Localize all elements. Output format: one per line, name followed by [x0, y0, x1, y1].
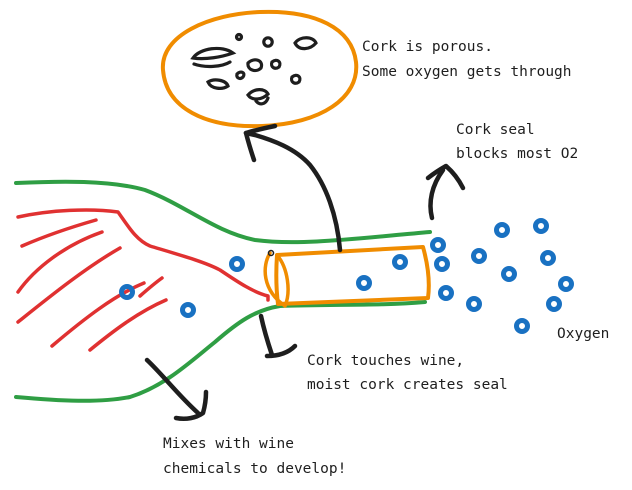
pore: [254, 96, 270, 106]
wine-stroke-4: [50, 281, 146, 348]
cork-pores: [190, 32, 318, 106]
oxygen-label: Oxygen: [557, 326, 609, 342]
oxygen-molecule: [546, 296, 562, 312]
pore: [293, 36, 318, 51]
cork-body: [274, 245, 431, 306]
pore: [289, 73, 302, 85]
arrow-cork-touches-wine: [258, 313, 298, 359]
bottle-outline: [14, 179, 432, 403]
wine-stroke-5: [88, 298, 168, 352]
wine-stroke-6: [138, 276, 164, 298]
oxygen-molecule: [540, 250, 556, 266]
pore: [190, 46, 237, 61]
oxygen-molecule: [434, 256, 450, 272]
oxygen-molecule: [533, 218, 549, 234]
wine-stroke-3: [16, 246, 122, 324]
arrows: [144, 123, 466, 422]
pore: [245, 88, 270, 101]
oxygen-molecule: [494, 222, 510, 238]
cork-touches-label-line1: Cork touches wine,: [307, 353, 464, 369]
cork-seal-label-line2: blocks most O2: [456, 146, 578, 162]
oxygen-molecule: [514, 318, 530, 334]
pore: [269, 58, 282, 70]
wine-strokes: [16, 208, 270, 352]
bottle-bottom-edge: [14, 300, 427, 403]
cork-porous-label-line1: Cork is porous.: [362, 39, 493, 55]
cork-end-curve: [263, 251, 290, 308]
arrow-cork-seal: [425, 163, 466, 221]
mixes-label-line1: Mixes with wine: [163, 436, 294, 452]
oxygen-molecule: [229, 256, 245, 272]
pore: [246, 58, 264, 73]
oxygen-molecule: [471, 248, 487, 264]
oxygen-molecule: [180, 302, 196, 318]
oxygen-molecule: [356, 275, 372, 291]
arrow-head: [425, 163, 466, 191]
cork-anchor-dot: [267, 249, 275, 257]
cork: [263, 245, 431, 308]
pore: [235, 70, 246, 81]
wine-upper-contour: [16, 208, 270, 302]
oxygen-molecule: [466, 296, 482, 312]
oxygen-molecule: [501, 266, 517, 282]
arrow-shaft: [428, 167, 446, 221]
mixes-label-line2: chemicals to develop!: [163, 461, 346, 477]
oxygen-molecule: [392, 254, 408, 270]
wine-stroke-2: [16, 230, 104, 294]
arrow-shaft: [144, 357, 201, 416]
arrow-shaft: [243, 130, 343, 253]
pore: [262, 36, 274, 48]
magnified-cork: [160, 9, 359, 129]
arrow-to-magnified-cork: [243, 123, 343, 253]
arrow-head: [173, 389, 209, 422]
cork-touches-label-line2: moist cork creates seal: [307, 377, 508, 393]
annotations: Cork is porous. Some oxygen gets through…: [163, 39, 609, 477]
arrow-shaft: [258, 313, 275, 358]
oxygen-molecule: [438, 285, 454, 301]
pore: [234, 32, 244, 42]
arrow-mixes-with-wine: [144, 357, 209, 422]
arrow-head: [264, 343, 298, 359]
wine-stroke-1: [20, 218, 98, 248]
oxygen-molecules: [119, 218, 574, 334]
bottle-top-edge: [14, 179, 432, 245]
oxygen-molecule: [119, 284, 135, 300]
pore: [206, 78, 230, 90]
arrow-head: [243, 123, 278, 163]
pore: [192, 60, 232, 69]
cork-porous-label-line2: Some oxygen gets through: [362, 64, 572, 80]
magnified-cork-outline: [160, 9, 359, 129]
cork-seal-label-line1: Cork seal: [456, 122, 535, 138]
oxygen-molecule: [558, 276, 574, 292]
oxygen-molecule: [430, 237, 446, 253]
